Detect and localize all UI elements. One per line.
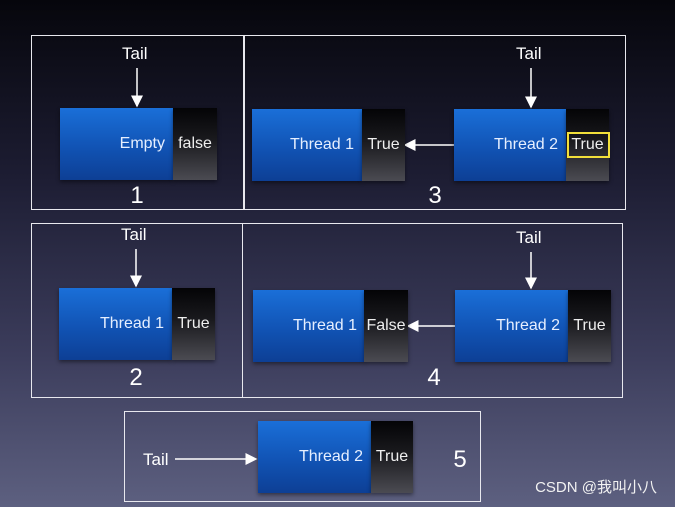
panel-4: [242, 223, 623, 398]
panel-1: [31, 35, 244, 210]
panel3-right-flag-label: True: [571, 136, 604, 153]
panel1-node: Empty: [60, 108, 173, 180]
panel3-flag-highlight: [567, 132, 610, 158]
panel5-tail-label: Tail: [143, 450, 169, 469]
panel3-right-flag: True: [566, 109, 609, 181]
panel5-node: Thread 2: [258, 421, 371, 493]
panel-3: [244, 35, 626, 210]
panel3-right-node: Thread 2: [454, 109, 566, 181]
panel5-node-label: Thread 2: [298, 448, 363, 465]
panel4-tail-label: Tail: [516, 228, 542, 247]
panel4-right-flag: True: [568, 290, 611, 362]
panel5-flag: True: [371, 421, 413, 493]
panel3-left-flag: True: [362, 109, 405, 181]
panel2-flag-label: True: [177, 315, 210, 332]
panel4-number: 4: [427, 364, 441, 391]
panel2-number: 2: [129, 364, 143, 391]
panel3-left-node-label: Thread 1: [289, 136, 354, 153]
panel3-tail-label: Tail: [516, 44, 542, 63]
panel4-left-flag: False: [364, 290, 408, 362]
panel5-number: 5: [453, 446, 467, 473]
panel3-left-node: Thread 1: [252, 109, 362, 181]
panel4-left-node: Thread 1: [253, 290, 365, 362]
panel2-flag: True: [172, 288, 215, 360]
panel2-node: Thread 1: [59, 288, 172, 360]
panel3-left-flag-label: True: [367, 136, 400, 153]
panel-5: [124, 411, 481, 502]
watermark: CSDN @我叫小八: [535, 479, 657, 496]
panel3-number: 3: [428, 182, 442, 209]
panel4-left-flag-label: False: [366, 317, 406, 334]
panel1-flag: false: [173, 108, 217, 180]
panel1-flag-label: false: [178, 135, 212, 152]
panel4-right-node-label: Thread 2: [495, 317, 560, 334]
panel4-right-node: Thread 2: [455, 290, 568, 362]
panel2-node-label: Thread 1: [99, 315, 164, 332]
panel1-number: 1: [130, 182, 144, 209]
panel2-tail-label: Tail: [121, 225, 147, 244]
panel3-right-node-label: Thread 2: [493, 136, 558, 153]
panel5-flag-label: True: [375, 448, 409, 465]
panel1-tail-label: Tail: [122, 44, 148, 63]
panel4-right-flag-label: True: [573, 317, 606, 334]
panel4-left-node-label: Thread 1: [292, 317, 357, 334]
panel1-node-label: Empty: [119, 135, 165, 152]
